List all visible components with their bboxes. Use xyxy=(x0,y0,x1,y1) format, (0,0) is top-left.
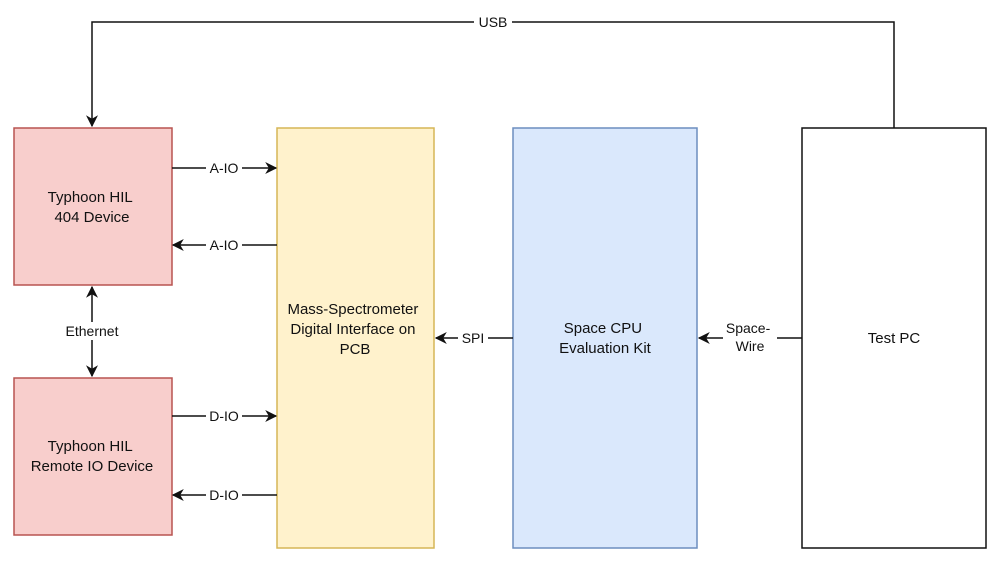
edge-spi: SPI xyxy=(434,330,513,346)
node-typhoon-404: Typhoon HIL 404 Device xyxy=(13,127,173,286)
edge-dio-in-label: D-IO xyxy=(209,487,239,503)
edge-aio-out-label: A-IO xyxy=(210,160,239,176)
edge-usb-line xyxy=(86,21,895,128)
node-typhoon-remote-label: Typhoon HIL Remote IO Device xyxy=(31,438,154,475)
edge-aio-in: A-IO xyxy=(171,237,277,253)
edge-dio-out: D-IO xyxy=(172,408,278,424)
edge-dio-in: D-IO xyxy=(171,487,277,503)
edge-aio-out: A-IO xyxy=(172,160,278,176)
node-mass-spectrometer: Mass-Spectrometer Digital Interface on P… xyxy=(276,127,435,549)
edge-dio-out-label: D-IO xyxy=(209,408,239,424)
edge-ethernet-label: Ethernet xyxy=(66,323,119,339)
node-test-pc-label: Test PC xyxy=(868,330,921,347)
edge-spacewire-label: Space- Wire xyxy=(726,320,774,354)
edge-spacewire: Space- Wire xyxy=(697,320,802,356)
edge-aio-in-label: A-IO xyxy=(210,237,239,253)
edge-ethernet: Ethernet xyxy=(60,285,124,378)
node-mass-spectrometer-label: Mass-Spectrometer Digital Interface on P… xyxy=(287,301,422,358)
node-typhoon-remote: Typhoon HIL Remote IO Device xyxy=(13,377,173,536)
edge-spi-label: SPI xyxy=(462,330,485,346)
node-space-cpu-label: Space CPU Evaluation Kit xyxy=(559,320,652,357)
node-typhoon-404-box xyxy=(13,127,173,286)
node-space-cpu-box xyxy=(512,127,698,549)
node-test-pc-box xyxy=(801,127,987,549)
node-typhoon-404-label: Typhoon HIL 404 Device xyxy=(48,189,137,226)
edge-usb-label: USB xyxy=(479,14,508,30)
node-space-cpu: Space CPU Evaluation Kit xyxy=(512,127,698,549)
node-typhoon-remote-box xyxy=(13,377,173,536)
node-test-pc: Test PC xyxy=(801,127,987,549)
edge-usb: USB xyxy=(86,14,895,128)
node-mass-spectrometer-box xyxy=(276,127,435,549)
